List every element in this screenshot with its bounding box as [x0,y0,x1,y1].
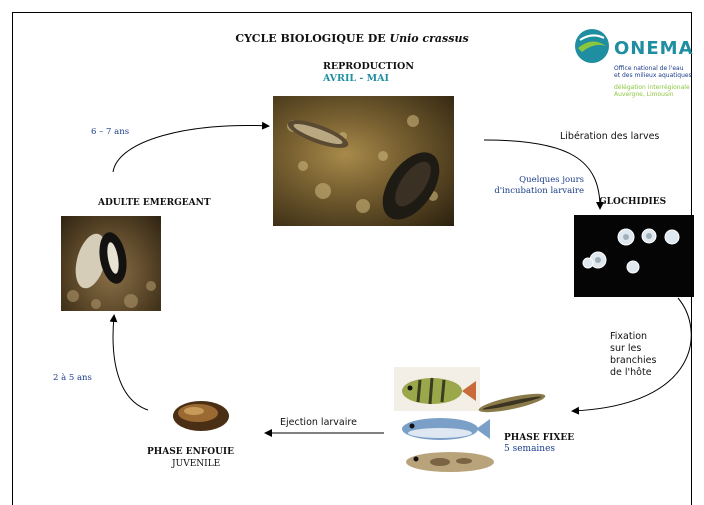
ejection-text: Ejection larvaire [280,417,357,428]
onema-logo-line3: délégation interrégionale [614,84,690,91]
onema-logo-icon [572,26,612,66]
onema-logo-name: ONEMA [614,38,694,59]
loach-image [477,390,546,416]
phase-enfouie-juvenile: JUVENILE [172,459,220,469]
incubation-text-2: d'incubation larvaire [480,186,584,196]
adulte-label: ADULTE EMERGEANT [98,198,211,208]
phase-enfouie-label: PHASE ENFOUIE [147,447,234,457]
fixation-text-1: Fixation [610,331,647,342]
glochidies-photo [574,215,694,297]
onema-logo-line1: Office national de l'eau [614,65,684,72]
glochidies-label: GLOCHIDIES [599,197,666,207]
fixation-text-3: branchies [610,355,656,366]
reproduction-period: AVRIL - MAI [323,73,389,84]
phase-fixee-duration: 5 semaines [504,444,555,454]
reproduction-photo [273,96,454,226]
stickleback-image [402,418,490,440]
host-fish-group [380,365,550,480]
fixation-text-2: sur les [610,343,641,354]
reproduction-label: REPRODUCTION [323,61,414,72]
fixation-text-4: de l'hôte [610,367,652,378]
phase-fixee-label: PHASE FIXEE [504,433,574,443]
onema-logo-line2: et des milieux aquatiques [614,72,692,79]
onema-logo-line4: Auvergne, Limousin [614,91,674,98]
incubation-text-1: Quelques jours [509,175,584,185]
bullhead-image [406,452,494,472]
perch-image [394,367,480,411]
juvenile-to-adult-text: 2 à 5 ans [53,373,92,383]
adult-to-repro-text: 6 – 7 ans [91,127,129,137]
liberation-text: Libération des larves [560,131,659,142]
onema-logo: ONEMA Office national de l'eau et des mi… [572,26,697,106]
juvenile-mussel-image [170,398,232,434]
adult-mussel-photo [61,216,161,311]
